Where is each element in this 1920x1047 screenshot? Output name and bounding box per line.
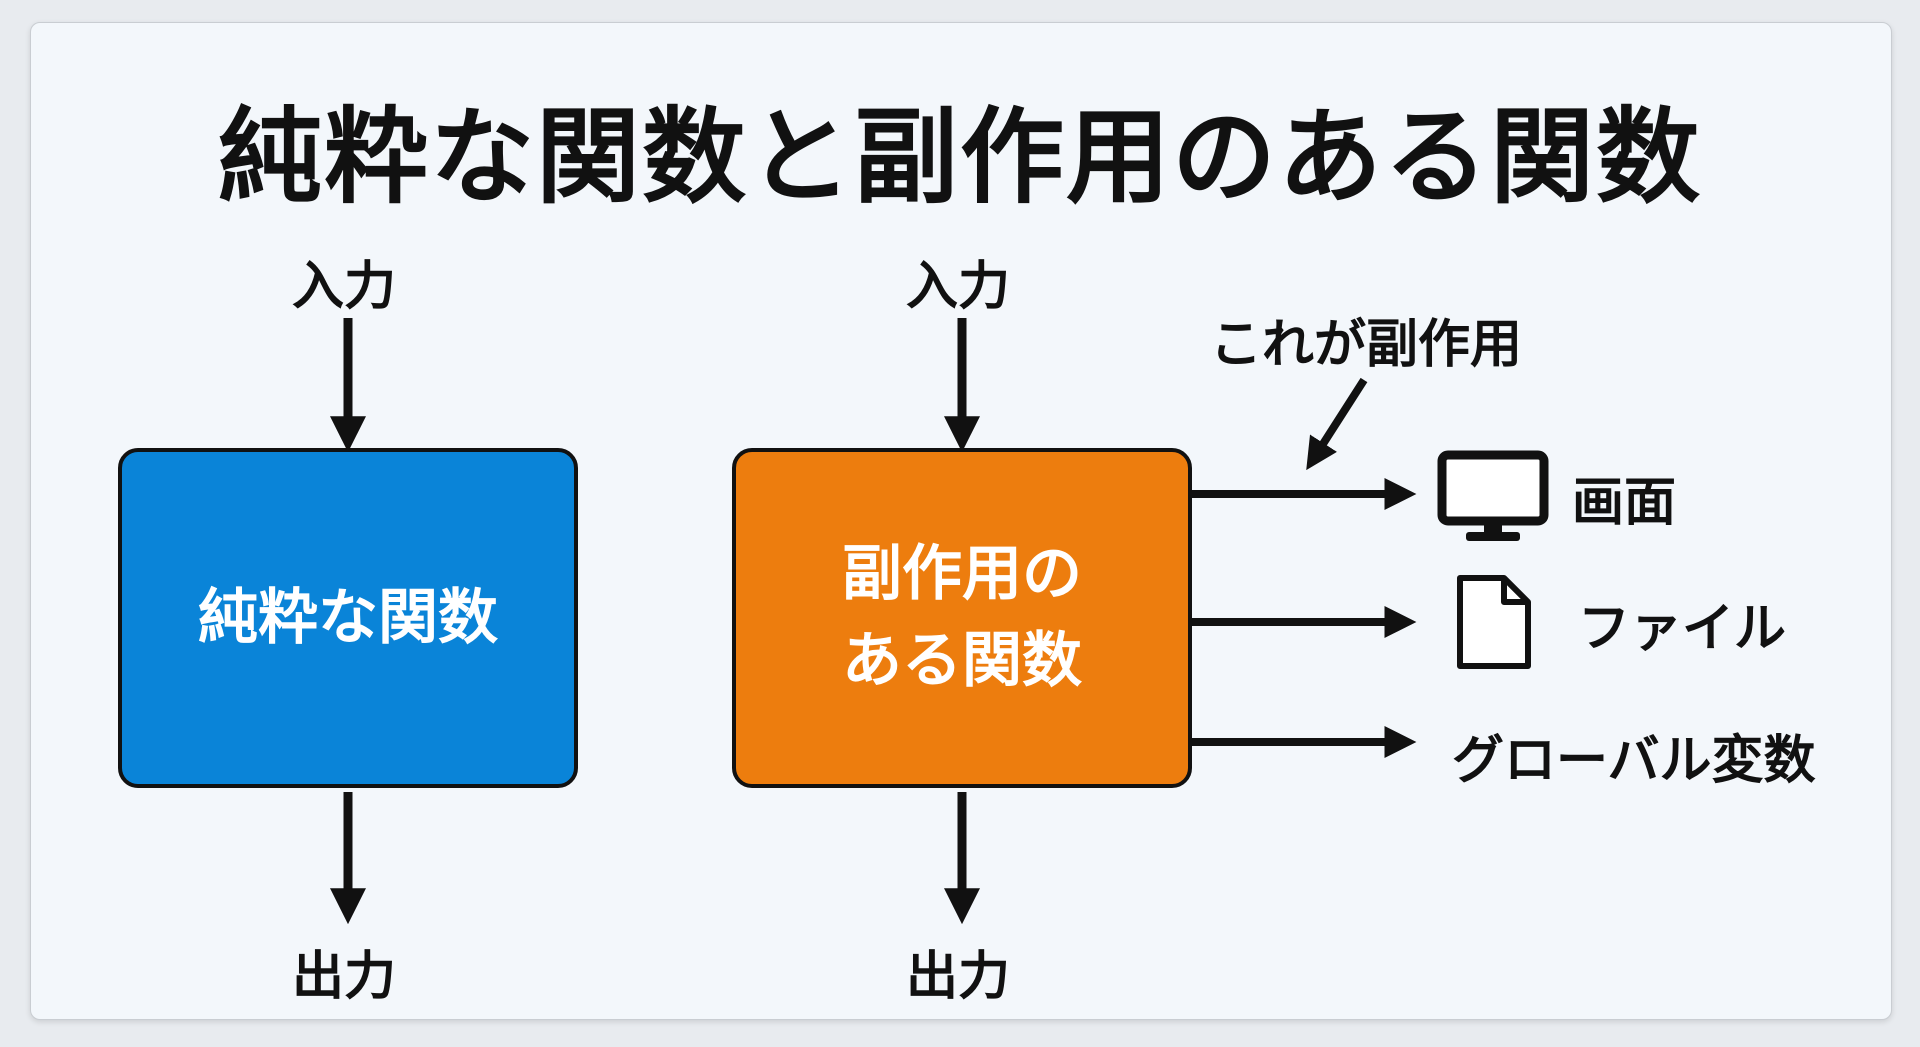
target-label-global-variable: グローバル変数 [1452, 731, 1816, 791]
page-title: 純粋な関数と副作用のある関数 [217, 96, 1702, 218]
pure-input-label: 入力 [292, 257, 397, 317]
impure-function-box: 副作用の ある関数 [732, 448, 1192, 788]
pure-function-label: 純粋な関数 [198, 582, 498, 653]
side-effect-note: これが副作用 [1210, 315, 1523, 375]
pure-function-box: 純粋な関数 [118, 448, 578, 788]
impure-output-label: 出力 [906, 947, 1011, 1007]
target-label-screen: 画面 [1572, 473, 1677, 533]
impure-function-label: 副作用の ある関数 [842, 539, 1082, 696]
target-label-file: ファイル [1578, 599, 1787, 659]
pure-output-label: 出力 [292, 947, 397, 1007]
impure-input-label: 入力 [906, 257, 1011, 317]
